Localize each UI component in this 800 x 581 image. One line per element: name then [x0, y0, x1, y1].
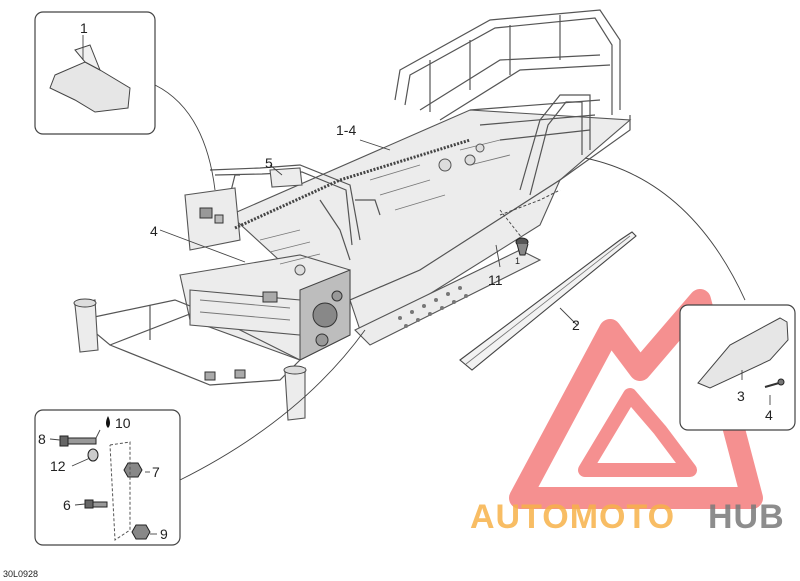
watermark-brand-part1: AUTOMOTO: [470, 498, 675, 536]
callout-5: 5: [265, 155, 273, 171]
watermark-brand: AUTOMOTO HUB: [470, 498, 785, 536]
callout-2: 2: [572, 317, 580, 333]
inset-box-part1: [34, 11, 156, 135]
leader-lines: [154, 84, 746, 481]
chassis-frame: [73, 9, 632, 421]
callout-3: 3: [737, 388, 745, 404]
callout-12: 12: [50, 458, 66, 474]
callout-6: 6: [63, 497, 71, 513]
callout-9: 9: [160, 526, 168, 542]
inset-box-part3-4: [679, 304, 796, 431]
loctite-drop-icon: [106, 416, 110, 428]
callout-4-box: 4: [765, 407, 773, 423]
reference-code: 30L0928: [3, 569, 38, 579]
fastener-small-label: 1: [515, 256, 520, 266]
callout-4-main: 4: [150, 223, 158, 239]
callout-8: 8: [38, 431, 46, 447]
side-trim-strip: [234, 138, 561, 230]
callout-1: 1: [80, 20, 88, 36]
callout-11: 11: [488, 272, 503, 288]
inset-box-fasteners: [34, 409, 181, 546]
runner-part: [459, 231, 637, 371]
callout-1-4: 1-4: [336, 122, 356, 138]
callout-7: 7: [152, 464, 160, 480]
callout-10: 10: [115, 415, 131, 431]
watermark-brand-part2: HUB: [708, 498, 785, 536]
screw-fastener: [515, 237, 529, 256]
watermark-logo: [509, 289, 763, 509]
